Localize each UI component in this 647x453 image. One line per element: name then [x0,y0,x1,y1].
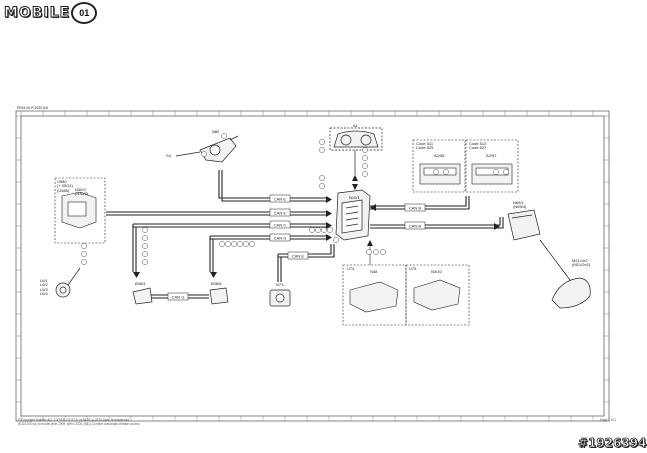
connector-pin [81,243,87,249]
connector-pin [319,183,325,189]
module-n69 [507,209,541,241]
ecu-group-u74-u75 [342,246,470,326]
bus-label-3: CAN C [274,223,287,228]
connector-pin [81,259,87,265]
label-u75: U75 [409,266,417,271]
connector-pin [380,249,386,255]
bus-label-7: CAN B [409,224,422,229]
connector-pin [366,249,372,255]
mirror-m21 [539,239,591,309]
connector-pin [319,139,325,145]
logo-text: MOBILE [3,5,71,22]
instrument-cluster-a1 [329,127,383,175]
label-n3-10: N3/10 [431,269,442,274]
connector-pin [221,133,227,139]
doc-reference: PE54.00-P-2030-04I [17,106,48,110]
connector-pin [231,241,237,247]
label-m21: M21/1e2 (M21/2e2) [572,258,591,268]
label-n73: N73 [276,282,284,287]
arrow-heads [133,175,500,278]
connector-pin [493,169,499,175]
label-a1: A1 [353,123,358,128]
footer-line-1: © Copyright Daimler AG, 10/7/16, G/07/16… [18,418,130,422]
brand-logo: MOBILE 01 [3,2,98,24]
bus-label-6: CAN B [409,206,422,211]
connector-pin [373,249,379,255]
label-a2-57: A2/57 [486,153,497,158]
connector-pin [433,169,439,175]
label-a2-code2: Code 512 Code 527 [469,141,487,151]
connector-pin [319,175,325,181]
bus-label-2: CAN E [274,211,287,216]
connector-pin [243,241,249,247]
central-controller-n10 [335,189,371,241]
diagram-frame [15,110,610,422]
ignition-n73 [269,289,291,307]
bus-label-boxes [167,194,426,301]
connector-pin [327,227,333,233]
label-n30-4: N30/4 (N30/2) [75,187,89,197]
bus-label-8: CAN G [172,295,185,300]
connector-pin [319,147,325,153]
sensor-l6 [55,267,81,298]
frame-ticks [16,111,609,421]
connector-pin [362,163,368,169]
connector-pin [142,235,148,241]
bus-label-5: CAN E [292,254,305,259]
label-n38: N38 [370,269,378,274]
connector-pin [142,251,148,257]
bus-label-text: CAN E CAN E CAN C CAN G CAN E CAN B CAN … [172,197,422,300]
sensors-b38 [132,287,229,305]
bus-label-4: CAN G [274,236,287,241]
watermark-id: #1926394 [578,436,647,451]
connector-pin [237,241,243,247]
connector-pin [219,241,225,247]
connector-pin [142,259,148,265]
bus-label-1: CAN E [274,197,287,202]
label-u580: U580 (+ 05/11) (U585) [57,179,73,193]
logo-badge: 01 [71,2,98,24]
connector-pins [81,133,509,265]
connector-pin [142,227,148,233]
left-unit-u580 [54,177,106,244]
connector-pin [201,151,207,157]
connector-pin [362,147,368,153]
footer-copyright: © Copyright Daimler AG, 10/7/16, G/07/16… [18,418,139,426]
connector-pin [309,227,315,233]
connector-pin [503,169,509,175]
connector-pin [362,155,368,161]
label-a2-code1: Code 511 Code 525 [416,141,434,151]
label-n80: N80 [212,129,220,134]
a2-units [412,139,519,193]
label-a2-56: A2/56 [434,153,445,158]
connector-pin [321,227,327,233]
connector-pin [225,241,231,247]
label-n69: N69/1 (N69/4) [513,200,527,210]
label-b38-4: B38/4 [135,281,146,286]
label-u74: U74 [347,266,355,271]
connector-pin [362,171,368,177]
footer-page: Page 1 of 1 [600,418,617,422]
can-bus-lines [106,170,504,299]
connector-pin [315,227,321,233]
label-s4: S4 [166,153,171,158]
connector-pin [81,251,87,257]
label-n10-1: N10/1 [349,195,360,200]
connector-pin [142,243,148,249]
connector-pin [333,237,339,243]
steering-column-module-n80 [175,135,239,163]
label-b38-6: B38/6 [211,281,222,286]
connector-pin [249,241,255,247]
label-l6: L6/1 L6/2 L6/3 L6/4 [40,278,48,297]
connector-pin [443,169,449,175]
footer-line-2: W221.000 up to model year 2009, with COD… [18,422,140,426]
